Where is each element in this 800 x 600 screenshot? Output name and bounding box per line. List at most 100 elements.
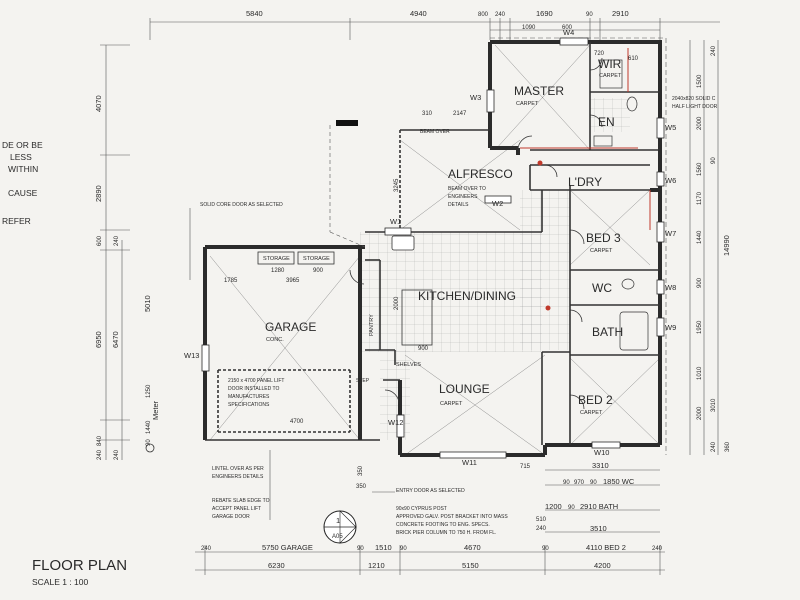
kitchen-island — [401, 289, 433, 346]
bottom-dimensions: 240 5750 GARAGE 90 1510 90 4670 90 4110 … — [195, 543, 665, 575]
dim-top-5840: 5840 — [246, 9, 263, 18]
ensuite-tiles — [590, 98, 630, 132]
note-solid-core: SOLID CORE DOOR AS SELECTED — [200, 202, 283, 208]
dim-right-900: 900 — [697, 277, 703, 288]
dim-bottom-garage: 5750 GARAGE — [262, 543, 313, 552]
note-lintel-2: ENGINEERS DETAILS — [212, 474, 264, 480]
dim-top-800: 800 — [478, 12, 489, 18]
plan-title: FLOOR PLAN — [32, 557, 127, 574]
room-ldry: L'DRY — [568, 175, 602, 189]
dim-left-240-top: 240 — [114, 235, 120, 246]
room-pantry: PANTRY — [369, 314, 375, 336]
dim-bottom-bed2: 4110 BED 2 — [586, 543, 626, 552]
dim-left-600: 600 — [97, 235, 103, 246]
dim-br-2910-bath: 2910 BATH — [580, 502, 618, 511]
window-w11: W11 — [462, 458, 477, 467]
dim-int-310: 310 — [422, 111, 433, 117]
structural-post-marker — [336, 120, 358, 126]
sink-icon — [391, 235, 415, 251]
dim-br-715: 715 — [520, 464, 531, 470]
note-lintel-1: LINTEL OVER AS PER — [212, 466, 264, 472]
dim-top-90: 90 — [586, 12, 593, 18]
dim-int-610: 610 — [628, 56, 639, 62]
note-half-light-2: HALF LIGHT DOOR — [672, 104, 718, 110]
hallway-tiles — [520, 190, 570, 350]
dim-right-3010: 3010 — [711, 398, 717, 412]
notes: SOLID CORE DOOR AS SELECTED BEAM OVER BE… — [189, 96, 718, 536]
left-margin-notes: DE OR BE LESS WITHIN CAUSE REFER — [2, 140, 43, 226]
note-panel-lift-4: SPECIFICATIONS — [228, 402, 270, 408]
room-master: MASTER — [514, 84, 564, 98]
dim-left-5010: 5010 — [143, 295, 152, 312]
toilet-icon-wc — [621, 278, 635, 290]
top-dimensions: 5840 4940 800 240 1690 90 2910 1090 600 — [149, 9, 720, 40]
bathtub-icon — [619, 311, 649, 351]
window-w13: W13 — [184, 351, 199, 360]
section-ref: A05 — [332, 534, 343, 540]
dim-left-6950: 6950 — [94, 331, 103, 348]
dim-left-2890: 2890 — [94, 185, 103, 202]
note-beam-2: ENGINEERS — [448, 194, 478, 200]
dim-int-720: 720 — [594, 51, 605, 57]
dim-bottom-240-right: 240 — [652, 546, 663, 552]
dim-br-90b: 90 — [590, 480, 597, 486]
note-panel-lift-1: 2150 x 4700 PANEL LIFT — [228, 378, 284, 384]
dim-int-350a: 350 — [358, 465, 364, 476]
dim-right-2000-top: 2000 — [697, 116, 703, 130]
room-kitchen-dining: KITCHEN/DINING — [418, 289, 516, 303]
storage-units: STORAGE STORAGE — [257, 251, 335, 265]
note-panel-lift-3: MANUFACTURES — [228, 394, 270, 400]
dim-int-1280: 1280 — [271, 268, 285, 274]
dim-int-4700: 4700 — [290, 419, 304, 425]
dim-bottom-90a: 90 — [357, 546, 364, 552]
dim-bottom-90c: 90 — [542, 546, 549, 552]
walls — [203, 37, 667, 457]
dim-bottom-5150: 5150 — [462, 561, 479, 570]
smoke-alarm-1 — [537, 160, 543, 166]
smoke-alarm-2 — [545, 305, 551, 311]
dim-right-1950: 1950 — [697, 320, 703, 334]
windows: W4 W3 W5 W6 W7 W8 W9 W10 W11 W12 W13 W1 … — [184, 28, 676, 467]
window-w5: W5 — [665, 123, 676, 132]
internal-dimensions: 310 2147 3245 1785 3965 1280 900 2000 47… — [224, 51, 639, 490]
room-garage-finish: CONC. — [266, 337, 284, 343]
dim-top-240: 240 — [495, 12, 506, 18]
right-dimensions: 1500 2000 1560 1170 1440 900 1950 1010 2… — [689, 40, 731, 455]
meter-label: Meter — [151, 400, 160, 420]
room-bed3-finish: CARPET — [590, 248, 613, 254]
room-wir: WIR — [598, 57, 622, 71]
dim-top-4940: 4940 — [410, 9, 427, 18]
dim-int-3965: 3965 — [286, 278, 300, 284]
dim-bottom-1210: 1210 — [368, 561, 385, 570]
dim-left-1440: 1440 — [146, 420, 152, 434]
vanity-icon — [593, 135, 613, 147]
margin-note-3: WITHIN — [8, 164, 38, 174]
window-w1: W1 — [390, 217, 401, 226]
storage-label-2: STORAGE — [303, 256, 330, 262]
dim-int-900b: 900 — [418, 346, 429, 352]
dim-right-360: 360 — [725, 441, 731, 452]
dim-bottom-6230: 6230 — [268, 561, 285, 570]
dim-left-90: 90 — [146, 439, 152, 446]
bottom-right-dimensions: 3310 90 970 90 1850 WC 1200 90 2910 BATH… — [520, 461, 660, 533]
section-number: 1 — [336, 516, 340, 525]
dim-left-6470: 6470 — [111, 331, 120, 348]
window-w4: W4 — [563, 28, 574, 37]
window-w12: W12 — [388, 418, 403, 427]
note-beam-3: DETAILS — [448, 202, 469, 208]
storage-label-1: STORAGE — [263, 256, 290, 262]
dim-right-14990: 14990 — [722, 235, 731, 256]
dim-bottom-90b: 90 — [400, 546, 407, 552]
dim-right-1500: 1500 — [697, 74, 703, 88]
note-half-light-1: 2040x820 SOLID C — [672, 96, 716, 102]
wardrobe-shelf — [599, 59, 623, 89]
dim-right-1170: 1170 — [697, 191, 703, 205]
dim-right-240-top: 240 — [711, 45, 717, 56]
dim-br-3310: 3310 — [592, 461, 609, 470]
dim-left-240-outer: 240 — [97, 449, 103, 460]
margin-note-2: LESS — [10, 152, 32, 162]
room-labels: MASTER CARPET WIR CARPET EN ALFRESCO L'D… — [265, 57, 623, 416]
dim-left-840: 840 — [97, 435, 103, 446]
note-cypress-4: BRICK PIER COLUMN TO 750 H. FROM FL. — [396, 530, 496, 536]
toilet-icon-en — [626, 96, 638, 112]
